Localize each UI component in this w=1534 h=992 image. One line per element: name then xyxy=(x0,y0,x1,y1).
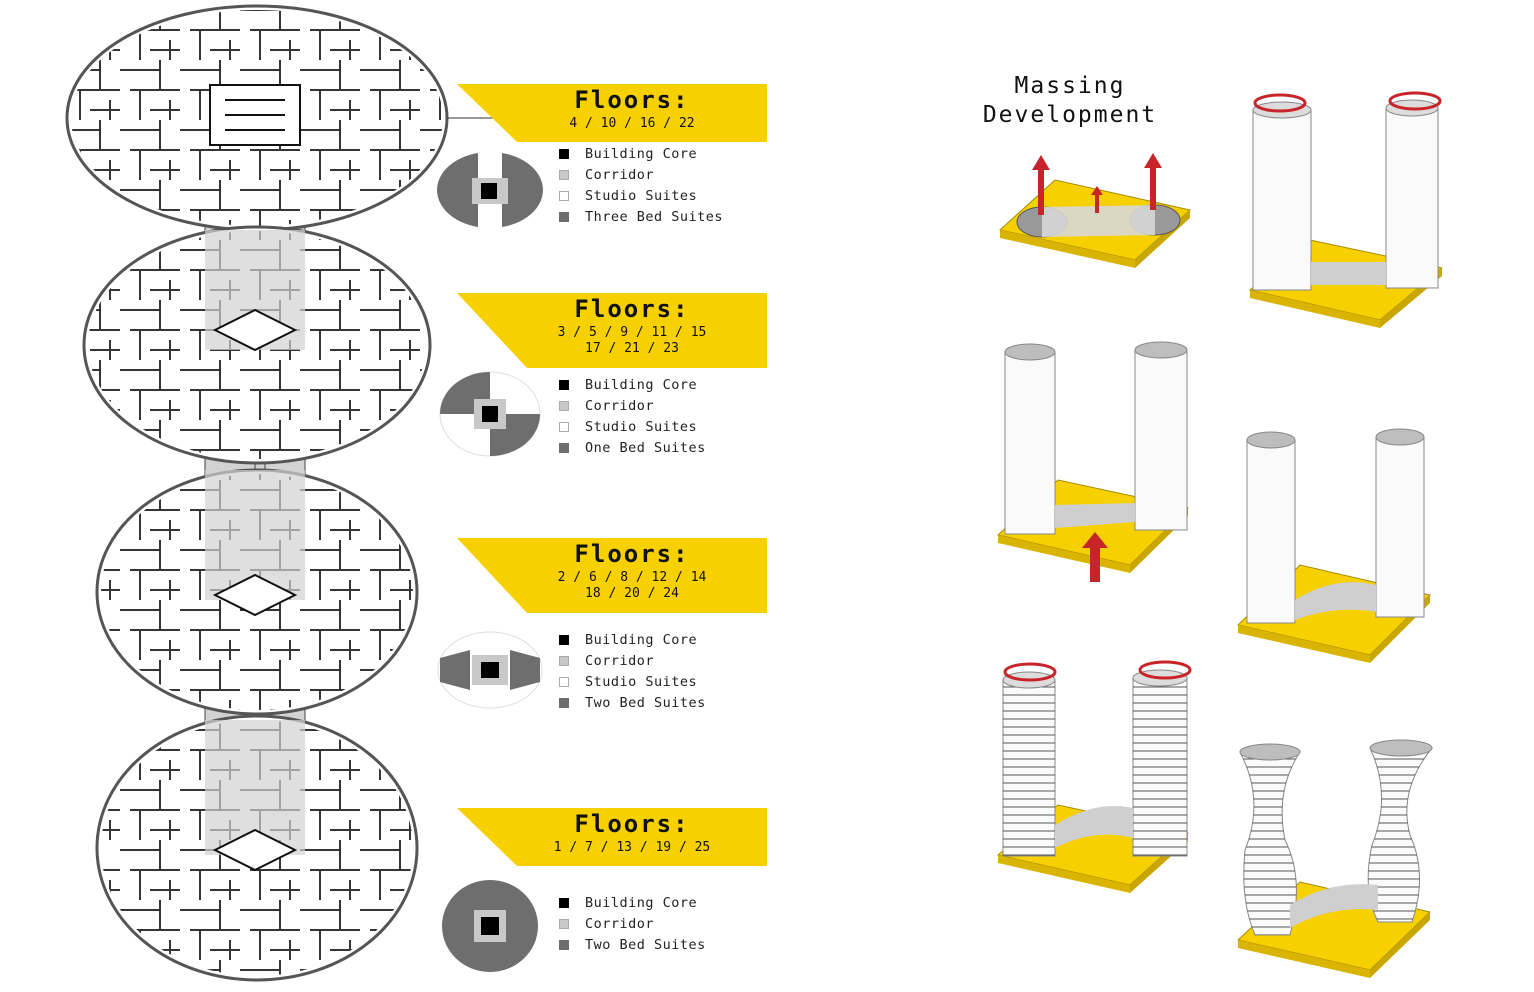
massing-step-6 xyxy=(1236,739,1434,978)
floors-title: Floors: xyxy=(574,295,690,323)
floors-banner-3: Floors: 2 / 6 / 8 / 12 / 14 18 / 20 / 24 xyxy=(457,538,767,613)
floors-banner-4: Floors: 1 / 7 / 13 / 19 / 25 xyxy=(457,808,767,866)
massing-step-3 xyxy=(996,341,1190,582)
massing-title-line-2: Development xyxy=(982,102,1158,128)
floor-plate-top xyxy=(65,4,500,232)
key-plan-icon-4 xyxy=(442,880,538,972)
key-plan-icon-1 xyxy=(437,152,543,228)
floor-numbers: 4 / 10 / 16 / 22 xyxy=(569,116,695,131)
floors-title: Floors: xyxy=(574,810,690,838)
floors-banner-2: Floors: 3 / 5 / 9 / 11 / 15 17 / 21 / 23 xyxy=(457,293,767,368)
floor-numbers: 1 / 7 / 13 / 19 / 25 xyxy=(553,840,711,855)
banner-shape xyxy=(457,84,767,142)
massing-title-line-1: Massing xyxy=(1014,73,1126,99)
massing-step-1 xyxy=(998,153,1192,268)
floor-numbers: 2 / 6 / 8 / 12 / 14 18 / 20 / 24 xyxy=(557,570,707,601)
banner-shape xyxy=(457,808,767,866)
floor-plate-bottom xyxy=(95,714,419,982)
banner-shape xyxy=(457,293,767,368)
massing-step-2 xyxy=(1248,91,1444,328)
banner-shape xyxy=(457,538,767,613)
floors-banner-1: Floors: 4 / 10 / 16 / 22 xyxy=(457,84,767,142)
floor-plate-second xyxy=(82,225,432,465)
massing-step-4 xyxy=(1236,428,1431,663)
massing-title: Massing Development xyxy=(960,72,1180,130)
floor-plate-third xyxy=(95,468,419,716)
massing-step-5 xyxy=(996,660,1192,893)
floors-title: Floors: xyxy=(574,86,690,114)
floor-numbers: 3 / 5 / 9 / 11 / 15 17 / 21 / 23 xyxy=(557,325,707,356)
key-plan-icon-2 xyxy=(439,371,541,457)
floors-title: Floors: xyxy=(574,540,690,568)
key-plan-icon-3 xyxy=(437,631,543,709)
